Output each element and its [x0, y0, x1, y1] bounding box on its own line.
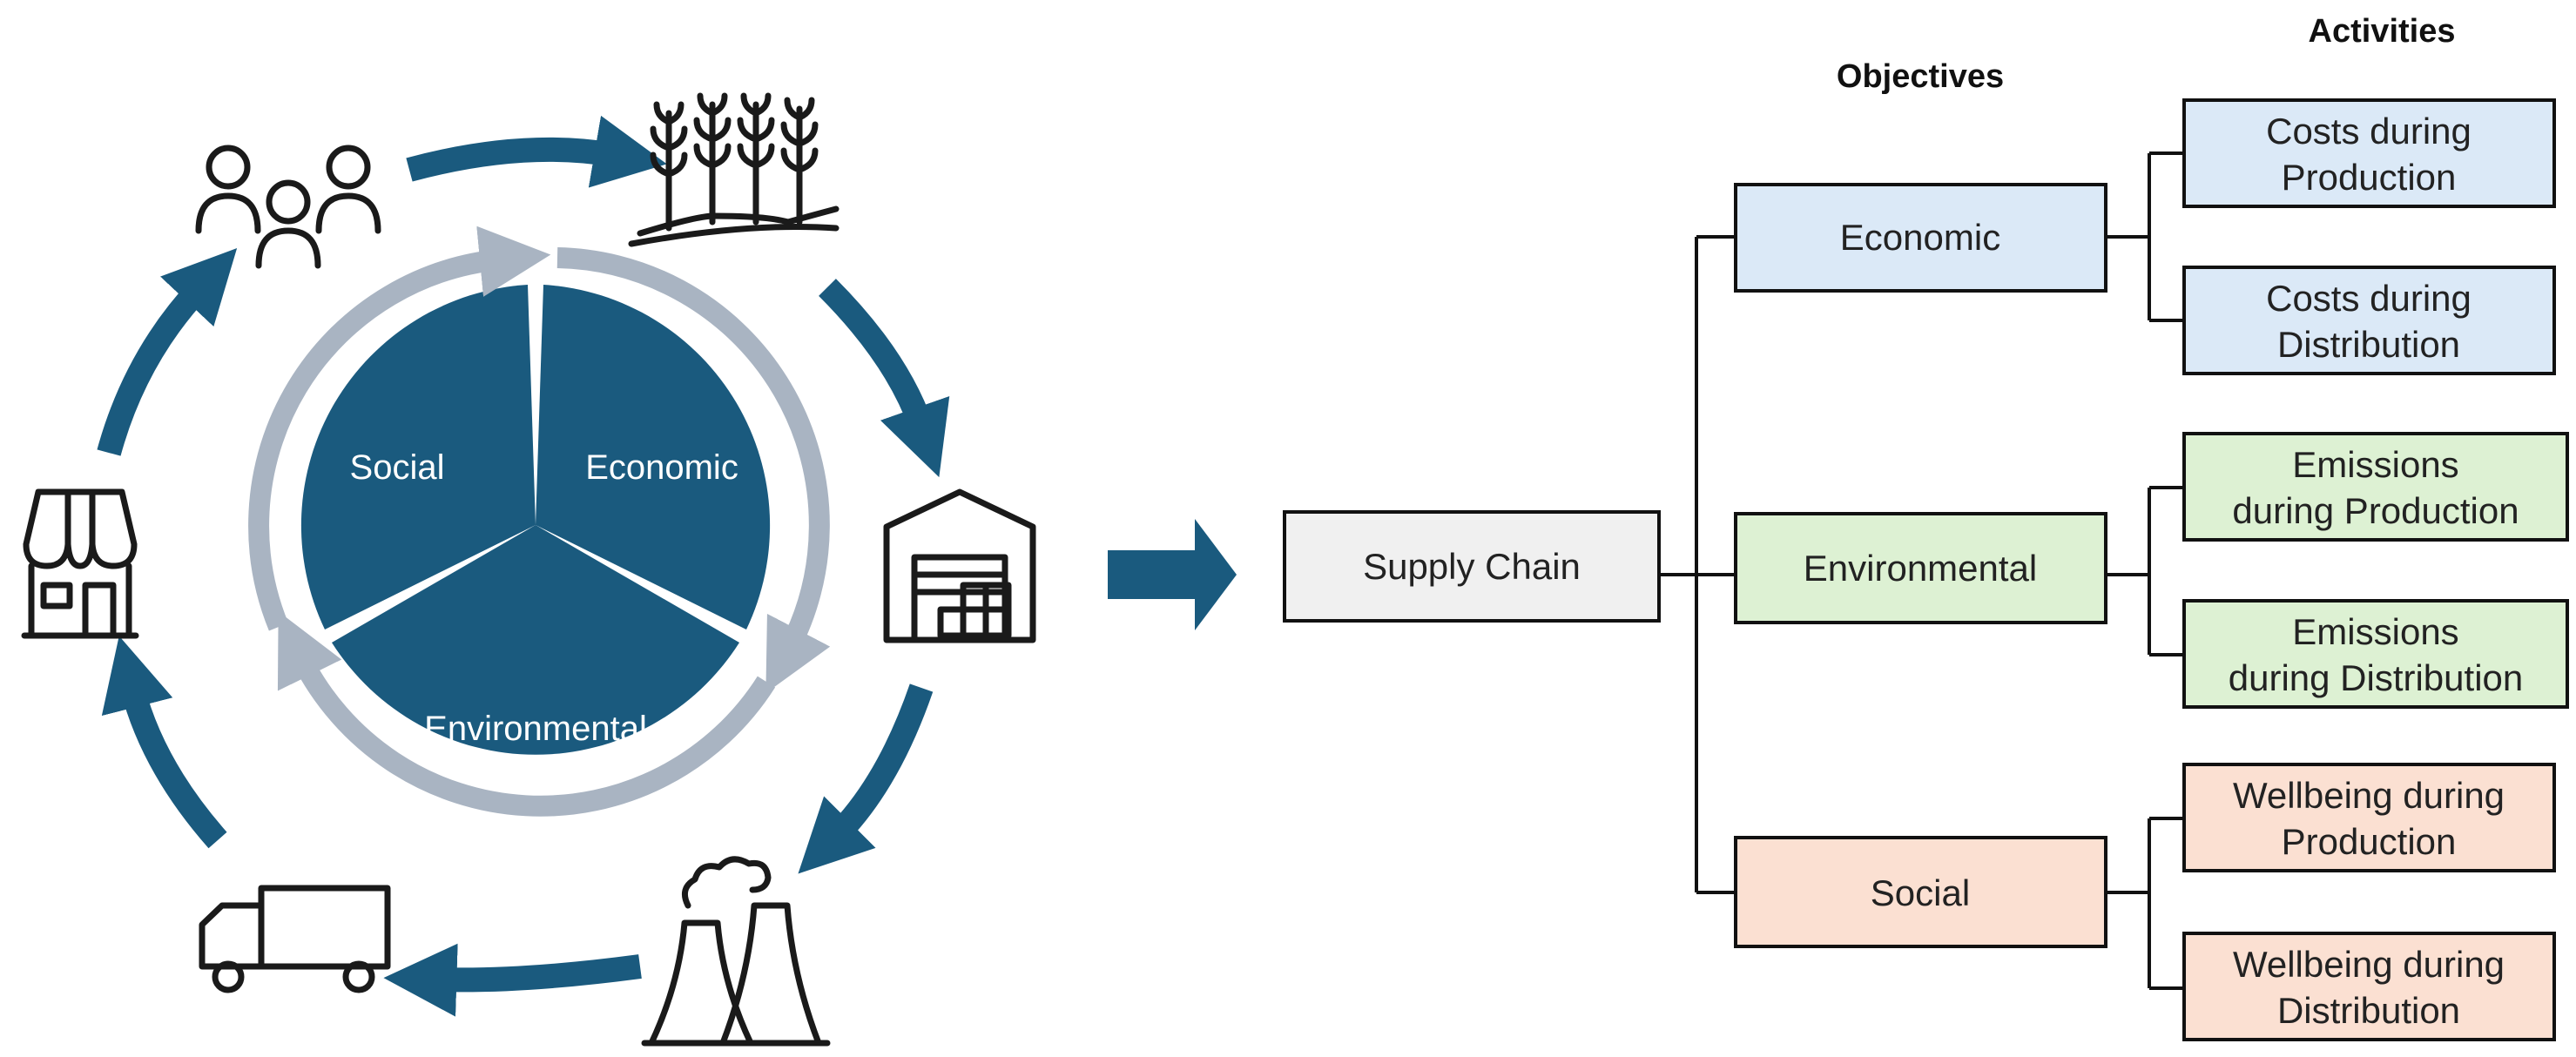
activity-label-line1: Costs during — [2266, 111, 2471, 151]
cycle-arrow-5 — [101, 636, 227, 849]
outer-cycle-arrows — [97, 115, 950, 1017]
objective-box-environmental — [1734, 512, 2107, 624]
activity-label-line2: Distribution — [2277, 990, 2460, 1031]
cycle-arrow-2 — [819, 279, 950, 478]
pillar-label-social: Social — [350, 448, 445, 487]
activity-label-line2: Production — [2282, 821, 2457, 862]
objectives-header: Objectives — [1837, 58, 2004, 95]
warehouse-icon — [883, 488, 1036, 643]
cycle-arrow-4 — [383, 943, 642, 1017]
cycle-arrow-1 — [406, 115, 667, 188]
pillar-label-economic: Economic — [585, 448, 738, 487]
objective-label-environmental: Environmental — [1804, 548, 2037, 589]
activity-label-line1: Wellbeing during — [2233, 775, 2505, 816]
activities-header: Activities — [2309, 13, 2456, 50]
pillar-label-environmental: Environmental — [424, 710, 647, 748]
root-box-label: Supply Chain — [1363, 546, 1581, 587]
activity-box — [2182, 432, 2569, 542]
activity-box — [2182, 599, 2569, 709]
objective-label-social: Social — [1871, 872, 1970, 913]
activity-label-line2: during Production — [2232, 490, 2519, 531]
factory-icon — [641, 856, 831, 1047]
activity-box — [2182, 266, 2556, 375]
activity-label-line1: Costs during — [2266, 278, 2471, 319]
root-box-supply-chain — [1283, 510, 1661, 623]
ring-arrow-environmental — [277, 611, 776, 817]
inner-ring-arrows — [248, 226, 831, 817]
activity-label-line1: Emissions — [2292, 611, 2458, 652]
objective-box-social — [1734, 836, 2107, 948]
store-icon — [21, 488, 139, 639]
pie-segment-economic — [536, 285, 771, 629]
objective-label-economic: Economic — [1840, 217, 2000, 258]
objective-box-economic — [1734, 183, 2107, 293]
wheat-field-icon — [628, 92, 840, 247]
activity-label-line1: Emissions — [2292, 444, 2458, 485]
ring-arrow-social — [248, 226, 551, 631]
activity-box — [2182, 932, 2556, 1041]
activity-box — [2182, 98, 2556, 208]
sustainability-pie — [300, 285, 771, 755]
truck-icon — [199, 885, 391, 993]
people-icon — [195, 145, 381, 269]
hierarchy-connectors — [1659, 151, 2184, 990]
activity-box — [2182, 763, 2556, 872]
activity-label-line2: Production — [2282, 157, 2457, 198]
activity-label-line2: during Distribution — [2229, 657, 2524, 698]
cycle-arrow-3 — [798, 683, 934, 874]
activity-label-line2: Distribution — [2277, 324, 2460, 365]
transition-arrow — [1108, 519, 1237, 630]
ring-arrow-economic — [556, 247, 831, 694]
cycle-arrow-6 — [97, 248, 238, 456]
pie-segment-social — [300, 285, 536, 629]
pie-segment-environmental — [332, 525, 739, 755]
activity-label-line1: Wellbeing during — [2233, 944, 2505, 985]
